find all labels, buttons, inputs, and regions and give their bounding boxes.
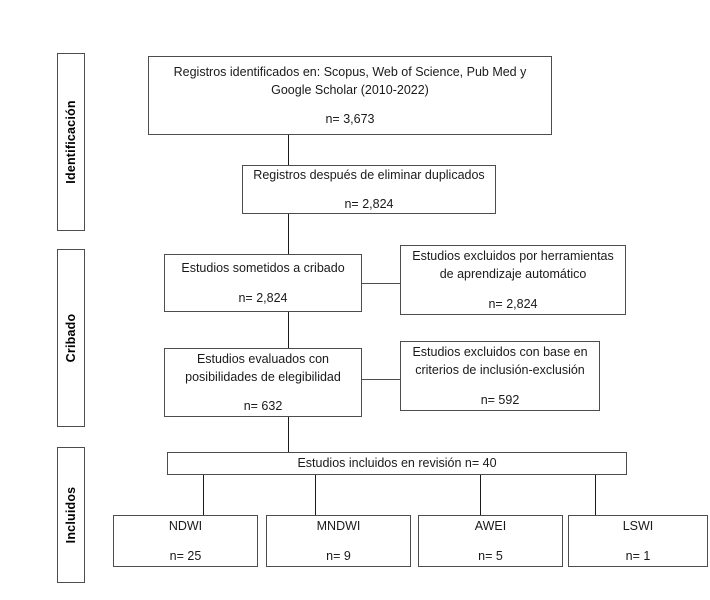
box-excluded-ml-tools: Estudios excluidos por herramientas de a… (400, 245, 626, 315)
box-index-awei: AWEI n= 5 (418, 515, 563, 567)
connector-duplicates-to-screened (288, 214, 289, 254)
box-index-lswi-count: n= 1 (625, 548, 651, 563)
stage-label-incluidos: Incluidos (57, 447, 85, 583)
box-index-awei-count: n= 5 (478, 548, 503, 563)
box-records-identified: Registros identificados en: Scopus, Web … (148, 56, 552, 135)
connector-included-to-awei (480, 475, 481, 515)
box-records-identified-title: Registros identificados en: Scopus, Web … (173, 64, 527, 97)
box-index-ndwi: NDWI n= 25 (113, 515, 258, 567)
box-records-screened: Estudios sometidos a cribado n= 2,824 (164, 254, 362, 312)
box-excluded-ml-tools-count: n= 2,824 (488, 296, 538, 311)
box-assessed-eligibility: Estudios evaluados con posibilidades de … (164, 348, 362, 417)
box-records-screened-count: n= 2,824 (238, 290, 288, 305)
box-excluded-criteria-title: Estudios excluidos con base en criterios… (412, 345, 588, 378)
box-index-lswi: LSWI n= 1 (568, 515, 708, 567)
box-studies-included: Estudios incluidos en revisión n= 40 (167, 452, 627, 475)
box-records-screened-title: Estudios sometidos a cribado (181, 261, 345, 276)
box-index-ndwi-count: n= 25 (169, 548, 202, 563)
connector-included-to-ndwi (203, 475, 204, 515)
box-excluded-criteria: Estudios excluidos con base en criterios… (400, 341, 600, 411)
box-index-mndwi-title: MNDWI (316, 519, 361, 534)
stage-label-identificacion: Identificación (57, 53, 85, 231)
stage-label-incluidos-text: Incluidos (64, 486, 78, 544)
box-index-awei-title: AWEI (474, 519, 507, 534)
box-index-ndwi-title: NDWI (168, 519, 203, 534)
box-records-after-duplicates: Registros después de eliminar duplicados… (242, 165, 496, 214)
box-records-after-duplicates-count: n= 2,824 (344, 197, 394, 211)
box-index-mndwi: MNDWI n= 9 (266, 515, 411, 567)
box-excluded-ml-tools-title: Estudios excluidos por herramientas de a… (412, 249, 614, 282)
box-studies-included-title: Estudios incluidos en revisión n= 40 (297, 456, 497, 471)
box-index-lswi-title: LSWI (622, 519, 654, 534)
connector-screened-to-excluded-ml (362, 283, 400, 284)
connector-included-to-lswi (595, 475, 596, 515)
connector-screened-to-eligibility (288, 312, 289, 350)
box-index-mndwi-count: n= 9 (326, 548, 351, 563)
connector-included-to-mndwi (315, 475, 316, 515)
stage-label-identificacion-text: Identificación (64, 100, 78, 184)
box-records-identified-count: n= 3,673 (325, 112, 375, 127)
box-assessed-eligibility-count: n= 632 (243, 399, 283, 414)
connector-eligibility-to-included (288, 417, 289, 452)
connector-identified-to-duplicates (288, 135, 289, 165)
box-records-after-duplicates-title: Registros después de eliminar duplicados (253, 167, 485, 182)
stage-label-cribado: Cribado (57, 249, 85, 427)
stage-label-cribado-text: Cribado (64, 313, 78, 363)
box-excluded-criteria-count: n= 592 (480, 392, 520, 407)
connector-eligibility-to-excluded-criteria (362, 379, 400, 380)
box-assessed-eligibility-title: Estudios evaluados con posibilidades de … (185, 351, 341, 384)
